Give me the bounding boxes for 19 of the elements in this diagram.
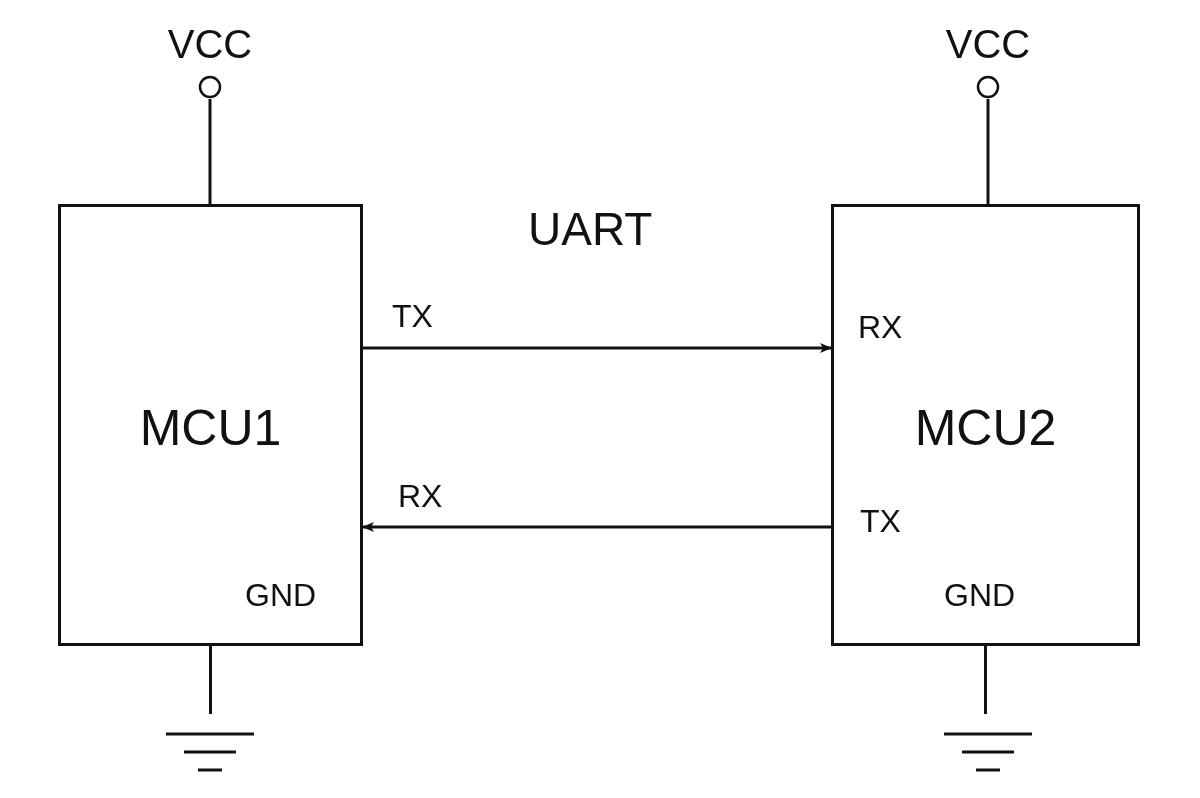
- edge-label: RX: [398, 480, 443, 512]
- pin-label: RX: [858, 311, 903, 343]
- bus-label: UART: [528, 206, 653, 252]
- chip-label: MCU1: [138, 403, 283, 453]
- wire: [208, 99, 212, 204]
- edge-label: TX: [392, 300, 433, 332]
- supply-label: VCC: [944, 24, 1032, 64]
- signal-arrow: [362, 522, 831, 532]
- mcu-box: [58, 204, 363, 646]
- mcu-box: [831, 204, 1140, 646]
- wire: [986, 99, 990, 204]
- chip-label: MCU2: [913, 403, 1058, 453]
- signal-arrow: [363, 343, 832, 353]
- wire: [984, 646, 987, 714]
- pin-label: GND: [245, 579, 317, 611]
- pin-label: GND: [944, 579, 1016, 611]
- supply-label: VCC: [166, 24, 254, 64]
- pin-label: TX: [860, 505, 901, 537]
- wire: [209, 646, 212, 714]
